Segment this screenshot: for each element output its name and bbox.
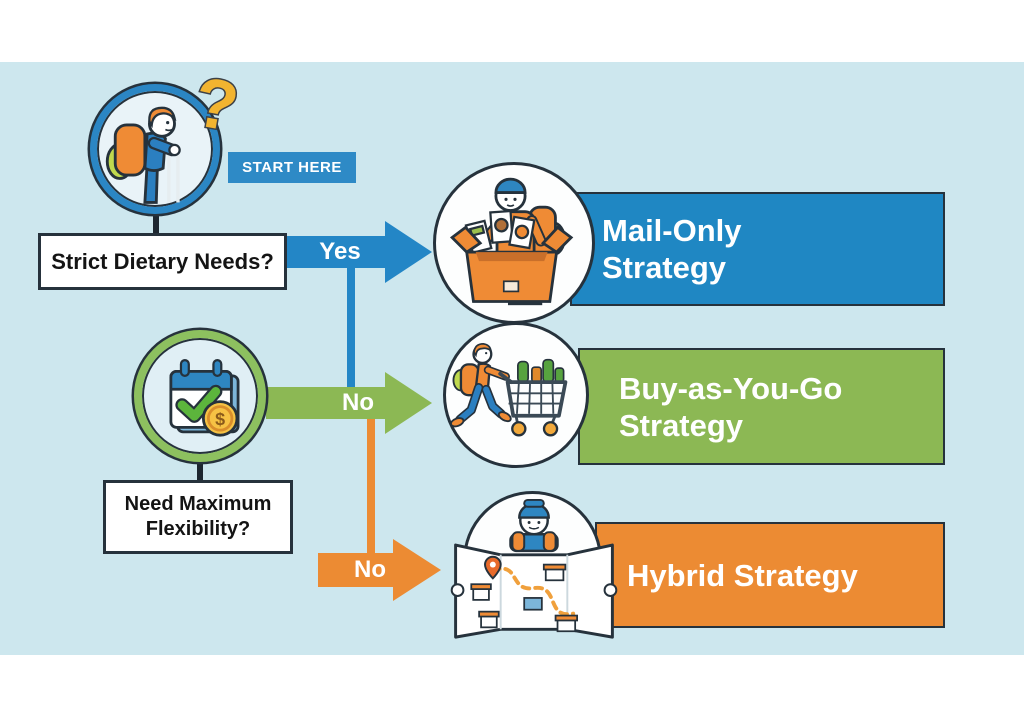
- start-here-label: START HERE: [242, 159, 342, 176]
- yes-arrow: [287, 221, 432, 283]
- calendar-check-dollar-icon: $: [169, 359, 240, 437]
- flexibility-node-circle: $: [134, 330, 266, 462]
- mail-only-title-line1: Mail-Only: [602, 213, 742, 248]
- hybrid-icon-circle: [450, 491, 618, 639]
- svg-text:$: $: [215, 409, 225, 429]
- yes-branch-connector-line: [347, 266, 355, 389]
- question-box-strict-dietary: Strict Dietary Needs?: [38, 233, 287, 290]
- question-mark-icon: ?: [187, 64, 246, 148]
- hiker-question-icon: [105, 106, 181, 204]
- hybrid-title-line1: Hybrid Strategy: [627, 557, 858, 593]
- question-2-line1: Need Maximum: [124, 493, 272, 515]
- no-arrow-orange: [318, 539, 441, 601]
- start-circle-stem: [153, 206, 159, 236]
- buy-as-you-go-title-line1: Buy-as-You-Go: [619, 370, 843, 406]
- mail-only-strategy-banner: Mail-Only Strategy: [570, 192, 945, 306]
- unboxing-meal-kit-icon: [449, 177, 574, 306]
- yes-arrow-label: Yes: [319, 238, 361, 265]
- question-box-max-flexibility: Need Maximum Flexibility?: [103, 480, 293, 554]
- no-arrow-green: [266, 372, 432, 434]
- question-1-text: Strict Dietary Needs?: [51, 248, 274, 274]
- calendar-circle-stem: [197, 458, 203, 484]
- buy-as-you-go-strategy-banner: Buy-as-You-Go Strategy: [578, 348, 945, 465]
- grocery-cart-icon: [449, 342, 568, 437]
- hybrid-strategy-banner: Hybrid Strategy: [595, 522, 945, 628]
- mail-only-icon-circle: [433, 162, 595, 324]
- no-arrow-green-label: No: [342, 389, 374, 416]
- no-arrow-orange-label: No: [354, 556, 386, 583]
- buy-as-you-go-title-line2: Strategy: [619, 407, 744, 443]
- mail-only-title-line2: Strategy: [602, 250, 727, 285]
- trail-map-icon: [450, 498, 618, 639]
- buy-as-you-go-icon-circle: [443, 322, 589, 468]
- question-2-line2: Flexibility?: [145, 518, 251, 540]
- svg-text:?: ?: [189, 64, 245, 146]
- start-here-badge: START HERE: [228, 152, 356, 183]
- start-node-circle: [90, 84, 220, 214]
- no-branch-connector-line: [367, 417, 375, 558]
